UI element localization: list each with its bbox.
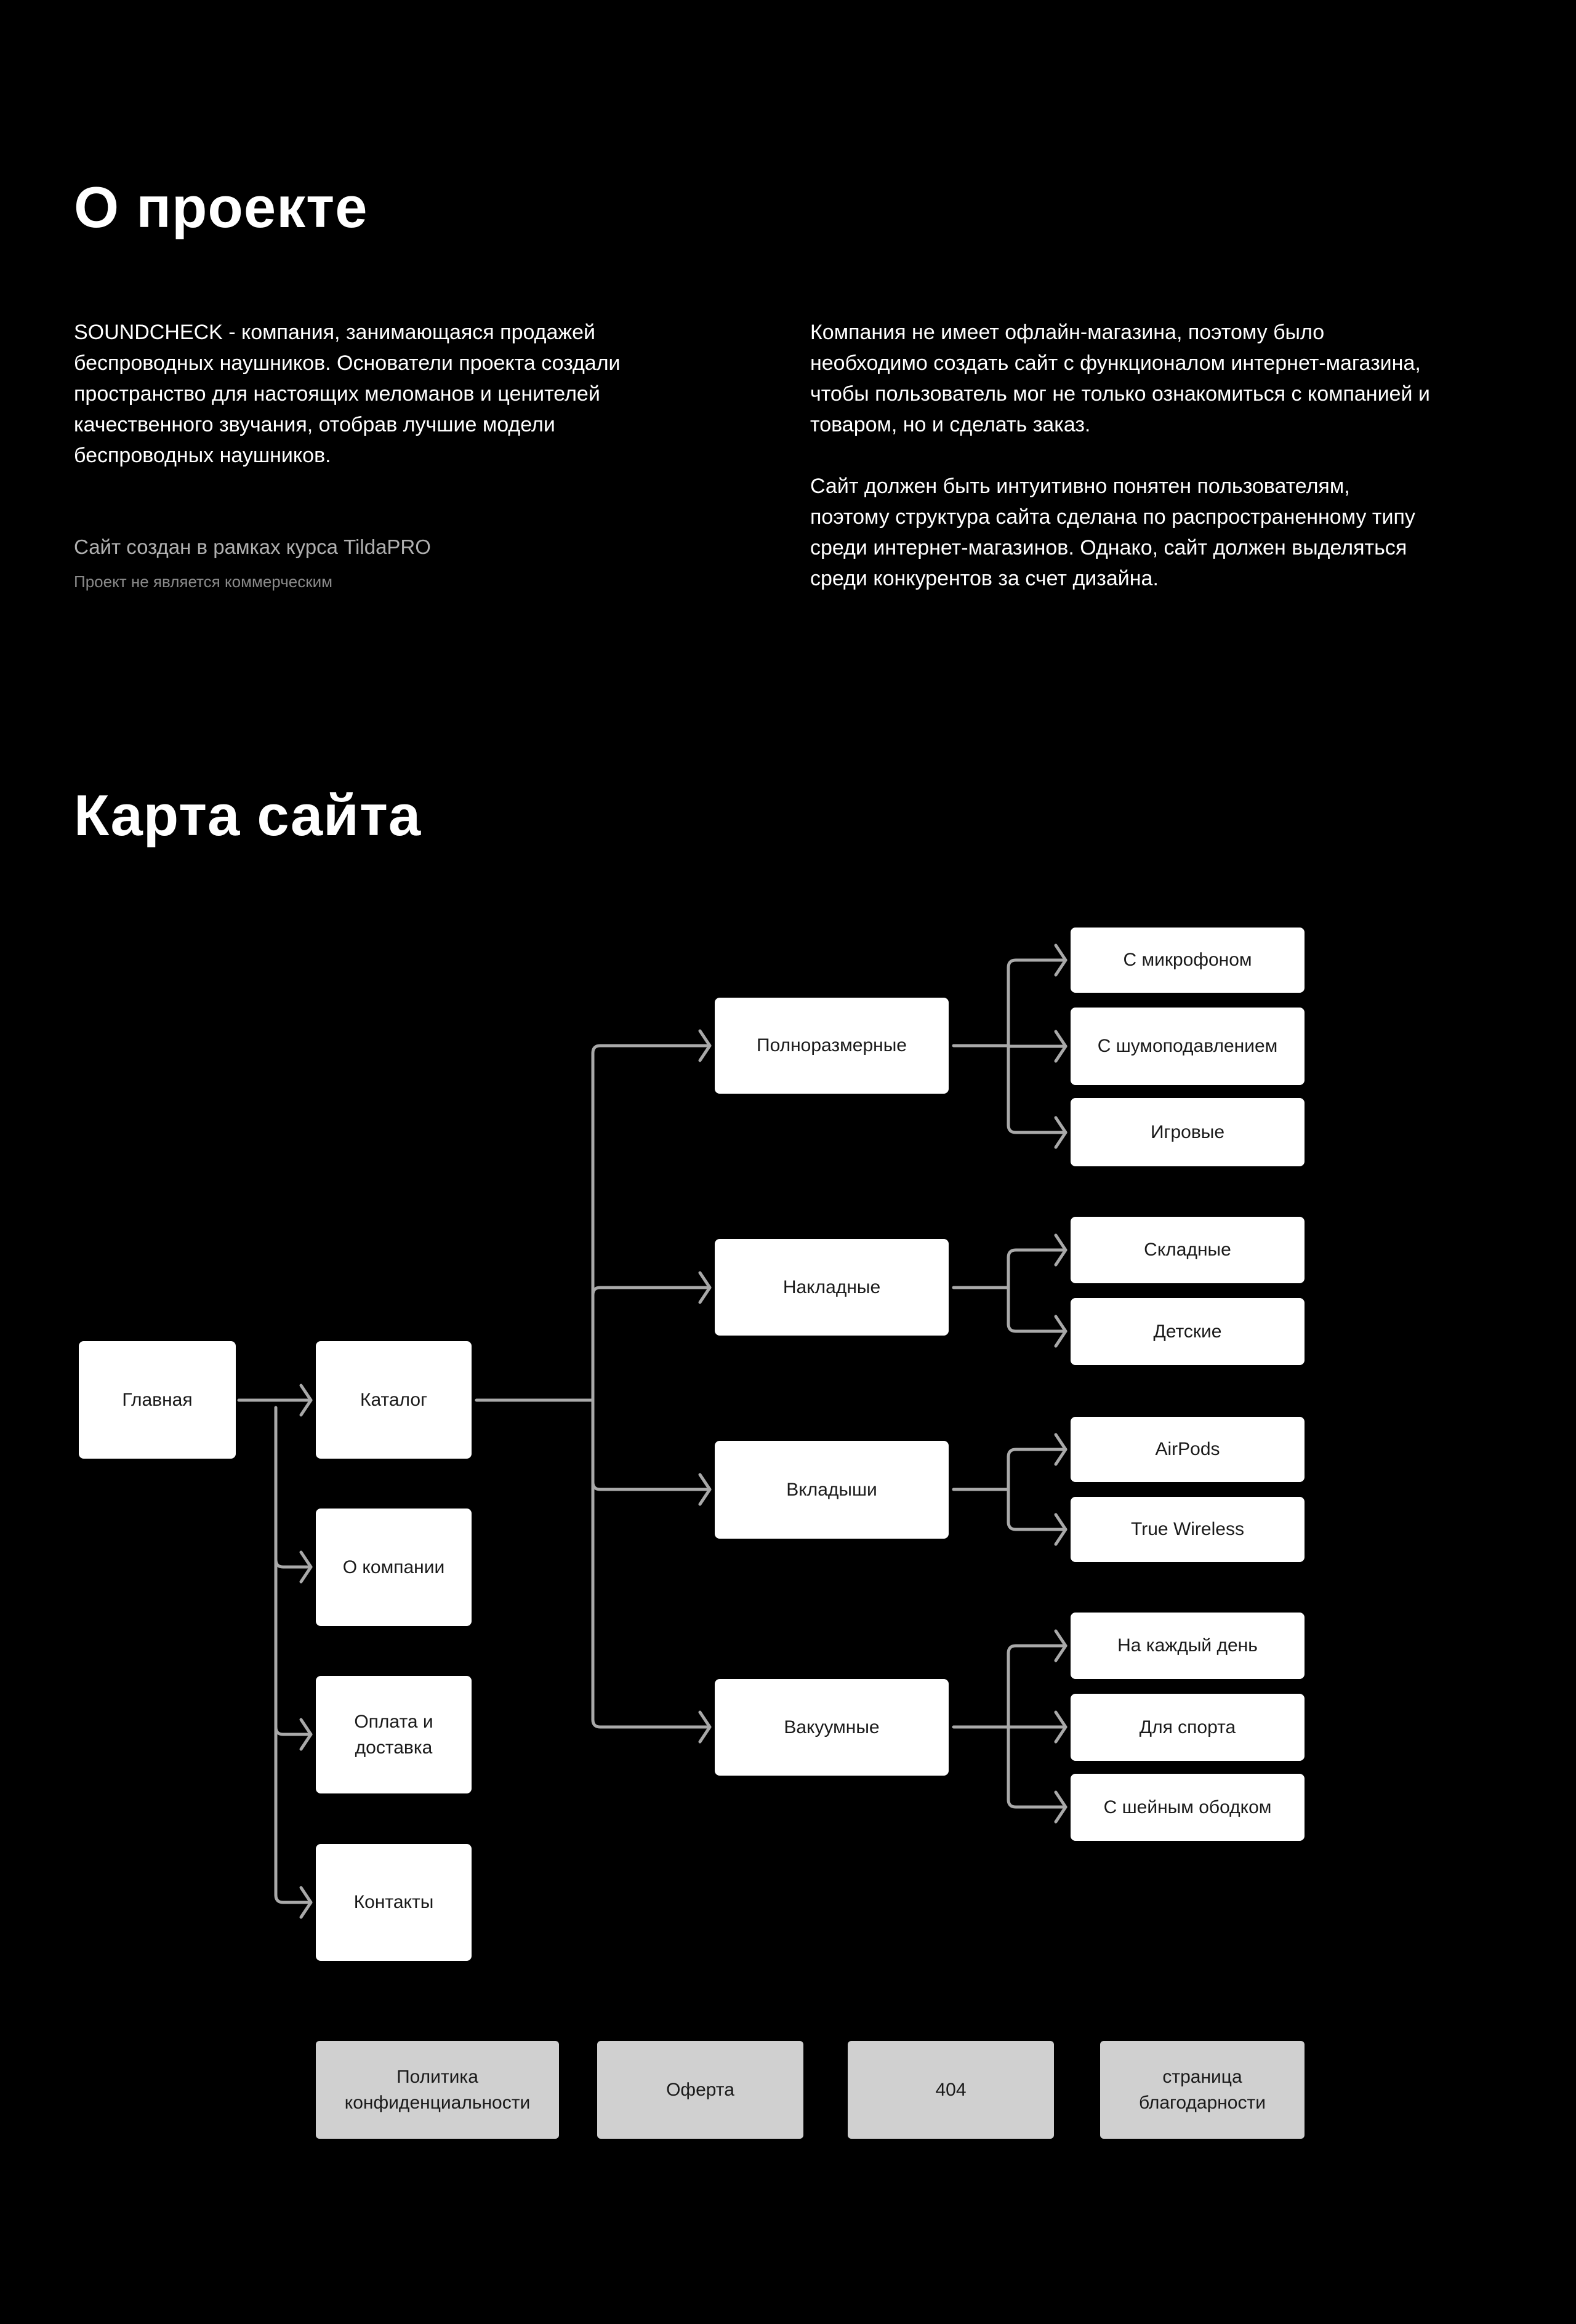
connector-branch (591, 1044, 712, 1055)
node-sub: Складные (1071, 1217, 1305, 1283)
service-page-offer: Оферта (597, 2041, 803, 2139)
node-payment-delivery: Оплата и доставка (316, 1676, 472, 1793)
arrow-head-icon (1054, 1233, 1067, 1267)
connector-branch (591, 1718, 712, 1729)
connector-branch (591, 1480, 712, 1491)
arrow-head-icon (1054, 944, 1067, 977)
node-sub: С микрофоном (1071, 928, 1305, 993)
arrow-head-icon (1054, 1030, 1067, 1063)
about-right-paragraph-1: Компания не имеет офлайн-магазина, поэто… (810, 321, 1430, 436)
arrow-head-icon (1054, 1315, 1067, 1348)
node-category-earbuds: Вкладыши (715, 1441, 949, 1539)
service-page-thanks: страница благодарности (1100, 2041, 1305, 2139)
about-title: О проекте (74, 175, 368, 239)
connector-branch (1007, 1248, 1067, 1259)
arrow-head-icon (1054, 1790, 1067, 1824)
connector-branch (274, 1893, 313, 1904)
arrow-head-icon (698, 1710, 712, 1744)
commercial-note: Проект не является коммерческим (74, 572, 332, 591)
arrow-head-icon (698, 1271, 712, 1304)
connector-branch (1007, 1322, 1067, 1333)
node-sub: С шейным ободком (1071, 1774, 1305, 1841)
node-sub: AirPods (1071, 1417, 1305, 1482)
node-about-company: О компании (316, 1509, 472, 1626)
node-sub: С шумоподавлением (1071, 1008, 1305, 1085)
arrow-head-icon (1054, 1710, 1067, 1744)
sitemap-title: Карта сайта (74, 783, 422, 847)
node-category-inear: Вакуумные (715, 1679, 949, 1776)
arrow-head-icon (698, 1029, 712, 1062)
connector-branch (1007, 1644, 1067, 1655)
node-sub: Детские (1071, 1298, 1305, 1365)
node-sub: На каждый день (1071, 1613, 1305, 1679)
arrow-head-icon (1054, 1433, 1067, 1466)
connector-branch (1007, 958, 1067, 969)
node-category-fullsize: Полноразмерные (715, 998, 949, 1094)
arrow-head-icon (299, 1718, 313, 1751)
connector-branch (274, 1725, 313, 1736)
about-left-paragraph: SOUNDCHECK - компания, занимающаяся прод… (74, 321, 621, 467)
about-left-text: SOUNDCHECK - компания, занимающаяся прод… (74, 317, 665, 502)
connector-branch (1007, 1520, 1067, 1531)
arrow-head-icon (1054, 1513, 1067, 1546)
node-home: Главная (79, 1341, 236, 1459)
arrow-head-icon (299, 1384, 313, 1417)
service-page-privacy: Политика конфиденциальности (316, 2041, 559, 2139)
arrow-head-icon (299, 1886, 313, 1919)
arrow-head-icon (1054, 1116, 1067, 1149)
node-catalog: Каталог (316, 1341, 472, 1459)
node-category-onear: Накладные (715, 1239, 949, 1336)
connector-branch (274, 1558, 313, 1569)
service-page-404: 404 (848, 2041, 1054, 2139)
course-note: Сайт создан в рамках курса TildaPRO (74, 535, 431, 558)
connector-branch (591, 1286, 712, 1297)
node-contacts: Контакты (316, 1844, 472, 1961)
arrow-head-icon (1054, 1629, 1067, 1662)
arrow-head-icon (698, 1473, 712, 1506)
about-right-paragraph-2: Сайт должен быть интуитивно понятен поль… (810, 475, 1415, 590)
node-sub: Для спорта (1071, 1694, 1305, 1761)
node-sub: True Wireless (1071, 1497, 1305, 1562)
connector-branch (1007, 1448, 1067, 1459)
connector-branch (1007, 1798, 1067, 1809)
node-sub: Игровые (1071, 1098, 1305, 1166)
about-right-text: Компания не имеет офлайн-магазина, поэто… (810, 317, 1432, 625)
arrow-head-icon (299, 1550, 313, 1584)
connector-branch (1007, 1123, 1067, 1134)
